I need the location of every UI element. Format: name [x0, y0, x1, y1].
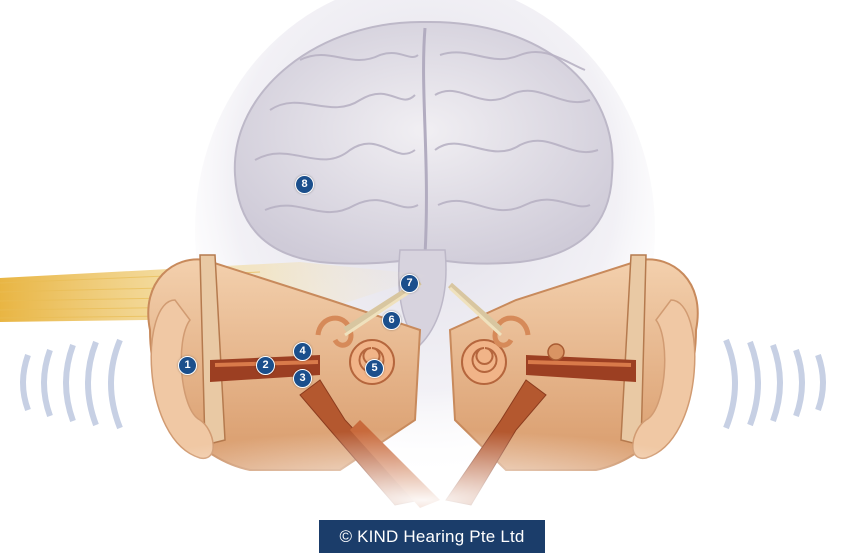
marker-1-outer-ear[interactable]: 1: [178, 356, 197, 375]
marker-4-ossicles[interactable]: 4: [293, 342, 312, 361]
marker-8-auditory-cortex[interactable]: 8: [295, 175, 314, 194]
marker-7-brainstem[interactable]: 7: [400, 274, 419, 293]
copyright-banner: © KIND Hearing Pte Ltd: [319, 520, 545, 553]
marker-5-cochlea[interactable]: 5: [365, 359, 384, 378]
marker-2-ear-canal[interactable]: 2: [256, 356, 275, 375]
marker-3-eardrum[interactable]: 3: [293, 369, 312, 388]
sound-waves-left: [23, 340, 120, 428]
sound-waves-right: [726, 340, 823, 428]
marker-6-auditory-nerve[interactable]: 6: [382, 311, 401, 330]
